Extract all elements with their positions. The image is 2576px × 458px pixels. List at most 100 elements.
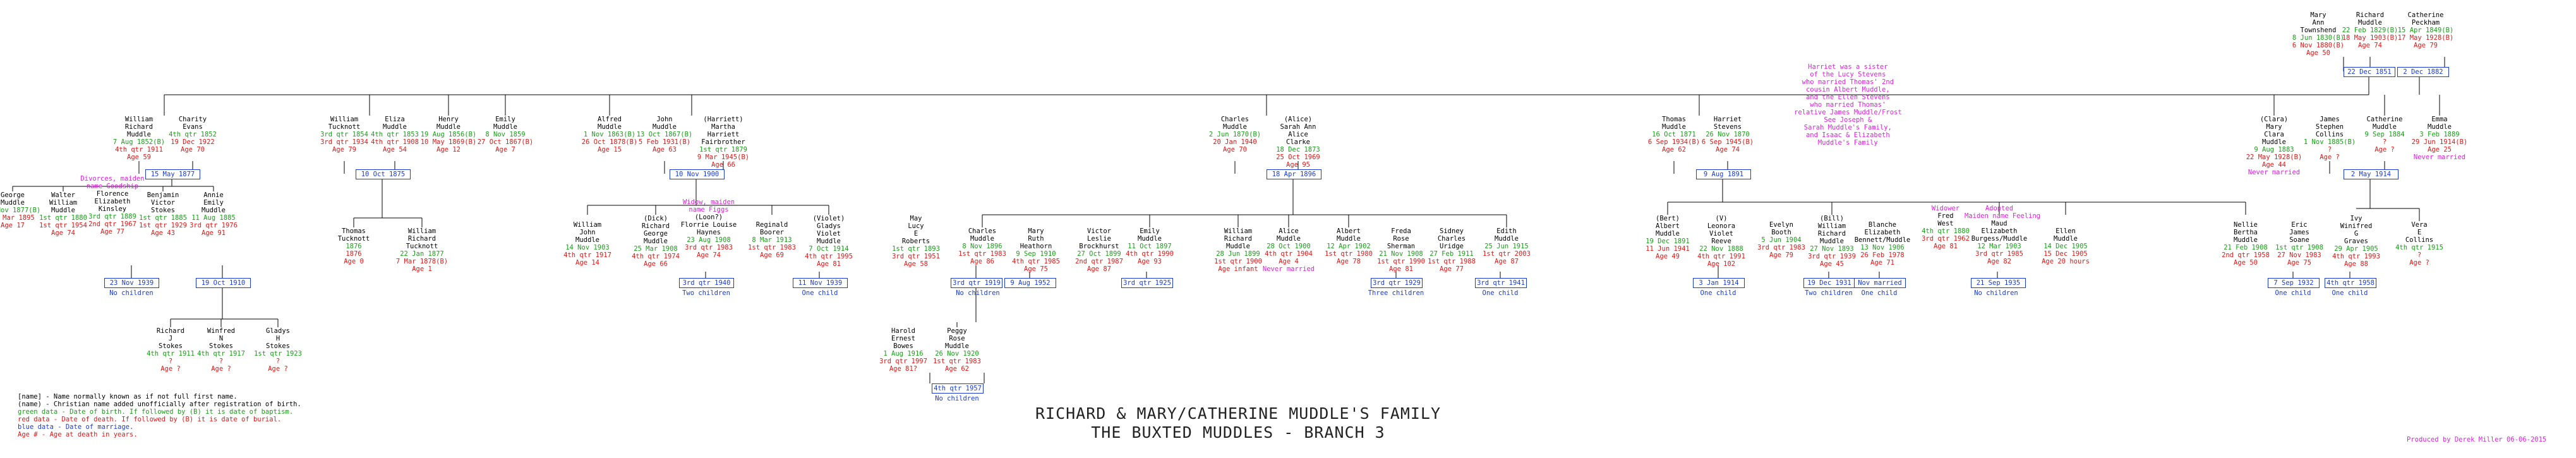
person-name: Eric James Soane (2289, 221, 2309, 244)
person-name: Catherine Peckham (2407, 11, 2444, 27)
age-at-death: Age 70 (1223, 146, 1247, 154)
person-name: Annie Emily Muddle (202, 191, 226, 214)
birth-date: 25 Jun 1915 (1484, 243, 1529, 250)
person-name: (Dick) Richard George Muddle (641, 215, 670, 245)
death-date: 18 May 1903(B) (2342, 34, 2398, 42)
person-name: (Bill) William Richard Muddle (1817, 215, 1846, 245)
marriage-date-box: 15 May 1877 (145, 169, 200, 179)
birth-date: 9 Sep 1884 (2364, 131, 2405, 138)
birth-date: 8 Jun 1830(B) (2292, 34, 2345, 42)
birth-date: 29 Apr 1905 (2334, 245, 2378, 253)
age-at-death: Age 75 (1024, 265, 1048, 273)
age-at-death: Age 50 (2306, 49, 2330, 57)
age-at-death: Age 81 (1389, 265, 1413, 273)
death-date: 6 Sep 1945(B) (1701, 138, 1754, 146)
birth-date: 11 Aug 1885 (191, 214, 236, 222)
tree-title: RICHARD & MARY/CATHERINE MUDDLE'S FAMILY… (985, 404, 1491, 442)
birth-date: 1 Nov 1885(B) (2303, 138, 2356, 146)
person-name: (Bert) Albert Muddle (1656, 215, 1680, 238)
legend-line: green data - Date of birth. If followed … (18, 408, 294, 416)
death-date: ? (168, 358, 173, 365)
birth-date: 15 Apr 1849(B) (2397, 27, 2454, 34)
age-at-death: Age ? (2320, 154, 2340, 161)
marriage-date-box: 18 Apr 1896 (1267, 169, 1321, 179)
death-date: 3rd qtr 1951 (892, 253, 940, 260)
death-date: 4th qtr 1993 (2332, 253, 2380, 260)
age-at-death: Age 102 (1707, 260, 1736, 268)
person-name: Ivy Winifred G Graves (2340, 215, 2373, 245)
death-date: 30 Mar 1895 (3, 214, 35, 222)
person-name: Harold Ernest Bowes (891, 327, 915, 350)
birth-date: 1st qtr 1893 (892, 245, 940, 253)
age-at-death: Age 25 (2428, 146, 2452, 154)
marriage-date-box: 23 Nov 1939 (104, 278, 159, 288)
birth-date: 2 Jun 1870(B) (1208, 131, 1261, 138)
age-at-death: Age ? (2374, 146, 2395, 154)
age-at-death: Age 69 (760, 251, 784, 259)
death-date: 1st qtr 1900 (1214, 258, 1262, 265)
birth-date: 21 Feb 1908 (2224, 244, 2268, 251)
death-date: 25 Oct 1969 (1276, 154, 1320, 161)
death-date: 1st qtr 1983 (958, 250, 1006, 258)
marriage-date-box: 3rd qtr 1919 (951, 278, 1002, 288)
birth-date: 22 Nov 1888 (1699, 245, 1743, 253)
children-note: One child (2275, 289, 2311, 297)
death-date: 15 Dec 1905 (2043, 250, 2088, 258)
person-name: Eliza Muddle (383, 116, 407, 131)
death-date: 3rd qtr 1976 (190, 222, 238, 229)
birth-date: 1st qtr 1908 (2275, 244, 2323, 251)
birth-date: 13 Nov 1906 (1860, 244, 1905, 251)
death-date: 7 Mar 1878(B) (395, 258, 448, 265)
death-date: 3rd qtr 1985 (1975, 250, 2023, 258)
person-name: May Lucy E Roberts (901, 215, 930, 245)
age-at-death: Age 14 (575, 259, 599, 267)
death-date: 26 Oct 1878(B) (581, 138, 638, 146)
age-at-death: Age 81 (817, 260, 841, 268)
person-name: Richard Muddle (2356, 11, 2385, 27)
person-name: Blanche Elizabeth Bennett/Muddle (1854, 221, 1911, 244)
marriage-date-box: 3rd qtr 1925 (1121, 278, 1173, 288)
death-date: 4th qtr 1985 (1012, 258, 1060, 265)
death-date: 1876 (346, 250, 362, 258)
age-at-death: Age 0 (344, 258, 364, 265)
age-at-death: Age 66 (711, 161, 735, 169)
marriage-date-box: 10 Oct 1875 (356, 169, 411, 179)
birth-date: 25 Mar 1908 (634, 245, 678, 253)
death-date: 26 Feb 1978 (1860, 251, 1905, 259)
person-name: (Clara) Mary Clara Muddle (2260, 116, 2289, 146)
person-name: Sidney Charles Uridge (1437, 227, 1466, 250)
death-date: 6 Nov 1880(B) (2292, 42, 2345, 49)
person-note: Never married (1262, 265, 1315, 273)
death-date: 1st qtr 1929 (139, 222, 187, 229)
marriage-date-box: 10 Nov 1900 (670, 169, 725, 179)
age-at-death: Age ? (160, 365, 181, 373)
death-date: 1st qtr 1988 (1428, 258, 1476, 265)
person-name: Harriet Stevens (1713, 116, 1742, 131)
age-at-death: Age 78 (1337, 258, 1361, 265)
death-date: ? (219, 358, 224, 365)
person-name: Evelyn Booth (1769, 221, 1793, 236)
marriage-date-box: 22 Dec 1851 (2344, 67, 2395, 77)
age-at-death: Age 44 (2262, 161, 2286, 169)
marriage-date-box: 3 Jan 1914 (1693, 278, 1745, 288)
death-date: 1st qtr 1983 (748, 244, 796, 251)
children-note: Two children (1805, 289, 1853, 297)
death-date: 5 Feb 1931(B) (638, 138, 691, 146)
person-name: George Muddle (1, 191, 25, 207)
